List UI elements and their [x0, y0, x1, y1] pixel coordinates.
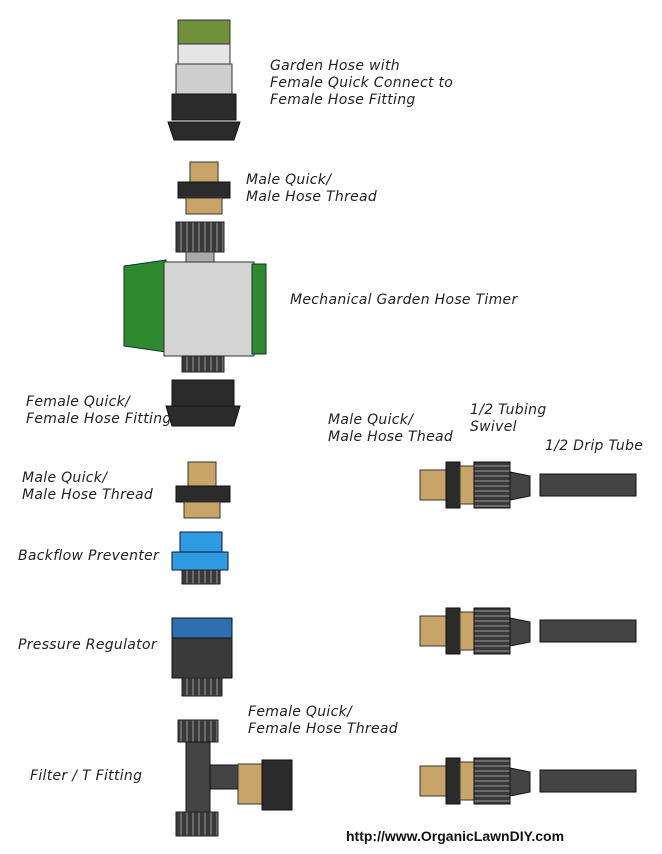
- filter-t-fitting: [175, 719, 293, 837]
- label-tubing-swivel: 1/2 Tubing Swivel: [470, 402, 547, 435]
- label-male-quick-1: Male Quick/ Male Hose Thread: [246, 172, 378, 205]
- female-quick-fitting: [165, 379, 241, 427]
- label-garden-hose: Garden Hose with Female Quick Connect to…: [270, 58, 454, 108]
- label-backflow: Backflow Preventer: [18, 548, 160, 564]
- label-female-quick-thread: Female Quick/ Female Hose Thread: [248, 704, 398, 737]
- label-male-quick-right: Male Quick/ Male Hose Thead: [328, 412, 454, 445]
- pressure-regulator: [171, 617, 233, 697]
- label-female-quick: Female Quick/ Female Hose Fitting: [26, 394, 172, 427]
- label-pressure: Pressure Regulator: [18, 637, 157, 653]
- hose-timer: [123, 221, 267, 373]
- source-url: http://www.OrganicLawnDIY.com: [346, 828, 565, 844]
- drip-assembly-1: [419, 461, 637, 509]
- backflow-preventer: [171, 531, 229, 585]
- drip-assembly-2: [419, 607, 637, 655]
- male-quick-top: [177, 161, 231, 215]
- male-quick-second: [175, 461, 231, 519]
- label-filter: Filter / T Fitting: [30, 768, 143, 784]
- label-timer: Mechanical Garden Hose Timer: [290, 292, 518, 308]
- label-drip-tube: 1/2 Drip Tube: [545, 438, 644, 454]
- label-male-quick-2: Male Quick/ Male Hose Thread: [22, 470, 154, 503]
- garden-hose-fitting: [167, 19, 241, 141]
- drip-assembly-3: [419, 757, 637, 805]
